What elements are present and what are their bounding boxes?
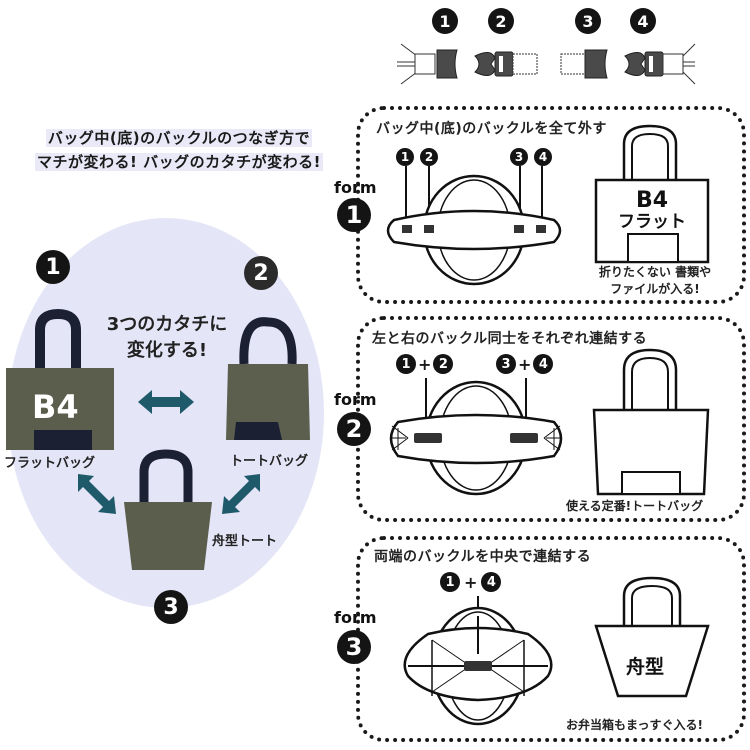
flat-bag-photo [6,308,114,450]
marker-1: 1 [396,148,414,166]
form-1-caption: 折りたくない 書類や ファイルが入る! [590,264,720,298]
form-1-caption-line-2: ファイルが入る! [610,282,700,296]
form-2-label: form [334,390,377,409]
form-3-instruction: 両端のバックルを中央で連結する [374,549,592,565]
tote-bag-photo [226,317,310,440]
slogan-line-1: 3つのカタチに [106,314,228,335]
connection-1-4-op: + [464,572,478,592]
connection-3-4-op: + [518,354,532,374]
flat-bag-badge: B4 [32,388,79,426]
connection-1-4-a: 1 [440,572,460,592]
headline-line-2: マチが変わる! バッグのカタチが変わる! [35,153,323,171]
connection-1-2-op: + [418,354,432,374]
form-2-number: 2 [337,412,371,446]
connection-1-2-b: 2 [433,354,454,374]
bag-number-2: 2 [244,256,278,290]
form-2-tote-bag-drawing [592,348,710,496]
flat-bag-label: フラットバッグ [4,456,96,471]
marker-2: 2 [420,148,438,166]
connection-1-2: 1 + 2 [396,354,454,374]
form-1-bag-text: B4 フラット [614,188,690,233]
buckle-number-3: 3 [575,8,601,34]
buckle-diagram [397,43,696,85]
form-3-boat-bag-drawing [594,576,710,698]
connection-3-4: 3 + 4 [496,354,554,374]
form-3-bag-text: 舟型 [626,656,665,678]
arrow-flat-tote [138,390,194,414]
arrow-flat-boat [78,474,116,514]
form-1-bag-size: B4 [635,188,669,213]
form-1-instruction: バッグ中(底)のバックルを全て外す [376,121,607,137]
form-1-flat-bag-drawing [594,124,710,264]
buckle-number-1: 1 [432,8,458,34]
bag-number-3: 3 [154,590,188,624]
arrow-tote-boat [222,474,260,514]
connection-3-4-a: 3 [496,354,516,374]
form-1-caption-line-1: 折りたくない 書類や [598,265,712,279]
buckle-number-2: 2 [488,8,514,34]
connection-3-4-b: 4 [533,354,554,374]
buckle-3-icon [560,49,608,79]
form-3-caption: お弁当箱もまっすぐ入る! [566,718,703,732]
connection-1-4-b: 4 [481,572,502,592]
form-2-instruction: 左と右のバックル同士をそれぞれ連結する [372,331,648,347]
tote-bag-label: トートバッグ [230,454,309,469]
form-1-top-view-diagram [386,166,562,286]
buckle-4-icon [624,43,696,85]
headline-line-1: バッグ中(底)のバックルのつなぎ方で [45,129,313,147]
buckle-1-icon [397,43,458,85]
buckle-number-4: 4 [630,8,656,34]
form-1-label: form [334,178,377,197]
center-slogan: 3つのカタチに 変化する! [92,312,242,364]
boat-tote-photo [124,449,212,570]
connection-1-2-a: 1 [396,354,416,374]
headline: バッグ中(底)のバックルのつなぎ方で マチが変わる! バッグのカタチが変わる! [14,126,344,174]
form-2-caption: 使える定番!トートバッグ [566,499,704,513]
bag-number-1: 1 [36,250,70,284]
form-3-number: 3 [337,630,371,664]
form-3-top-view-diagram [403,596,553,726]
form-3-label: form [334,608,377,627]
slogan-line-2: 変化する! [126,340,208,361]
marker-3: 3 [510,148,528,166]
buckle-2-icon [474,51,538,77]
marker-4: 4 [534,148,552,166]
form-1-bag-type: フラット [618,212,686,232]
connection-1-4: 1 + 4 [440,572,502,592]
form-2-top-view-diagram [389,378,563,496]
boat-tote-label: 舟型トート [212,534,278,549]
form-1-number: 1 [337,198,371,232]
